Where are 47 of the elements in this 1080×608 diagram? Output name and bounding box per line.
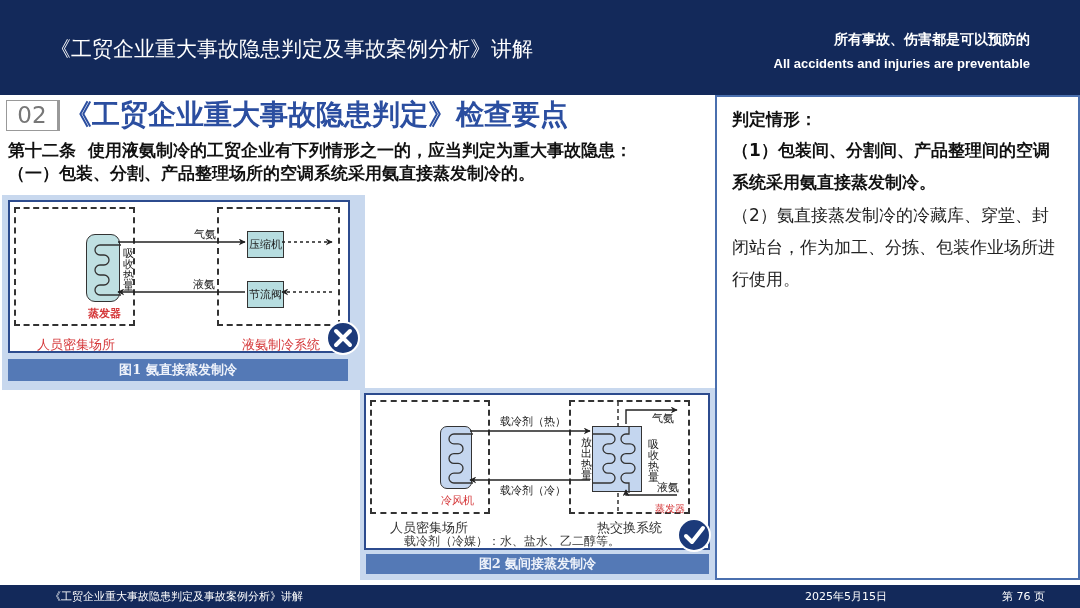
edge-label: 载冷剂（热） bbox=[500, 415, 566, 429]
paragraph: （2）氨直接蒸发制冷的冷藏库、穿堂、封闭站台，作为加工、分拣、包装作业场所进行使用。 bbox=[732, 204, 1056, 291]
annotation-text: 放出热量 bbox=[580, 437, 592, 481]
arrow bbox=[117, 288, 246, 296]
note-text: 载冷剂（冷媒）：水、盐水、乙二醇等。 bbox=[404, 534, 620, 549]
area-label: 液氨制冷系统 bbox=[242, 336, 320, 354]
edge-label: 液氨 bbox=[193, 277, 215, 292]
arrow bbox=[117, 238, 246, 246]
section-number: 02 bbox=[6, 100, 60, 131]
slide-title: 《工贸企业重大事故隐患判定及事故案例分析》讲解 bbox=[50, 36, 533, 63]
figure-caption: 图2 氨间接蒸发制冷 bbox=[366, 554, 709, 574]
annotation-text: 吸收热量 bbox=[122, 248, 134, 292]
component-label: 蒸发器 bbox=[88, 306, 121, 321]
page-number: 第 76 页 bbox=[1002, 589, 1045, 604]
panel-heading: 判定情形： bbox=[732, 108, 817, 131]
arrow bbox=[281, 238, 333, 246]
section-title: 《工贸企业重大事故隐患判定》检查要点 bbox=[64, 97, 568, 133]
footer-title: 《工贸企业重大事故隐患判定及事故案例分析》讲解 bbox=[50, 589, 303, 604]
component-label: 节流阀 bbox=[249, 287, 282, 302]
area-label: 热交换系统 bbox=[597, 519, 662, 536]
footer-date: 2025年5月15日 bbox=[805, 589, 887, 604]
arrow bbox=[625, 406, 678, 425]
component-label: 蒸发器 bbox=[655, 502, 685, 516]
body-text: （一）包装、分割、产品整理场所的空调系统采用氨直接蒸发制冷的。 bbox=[8, 162, 535, 185]
area-label: 人员密集场所 bbox=[37, 336, 115, 354]
slogan-text: All accidents and injuries are preventable bbox=[773, 56, 1030, 71]
edge-label: 气氨 bbox=[194, 227, 216, 242]
edge-label: 载冷剂（冷） bbox=[500, 484, 566, 498]
arrow bbox=[469, 427, 591, 435]
paragraph: （1）包装间、分割间、产品整理间的空调系统采用氨直接蒸发制冷。 bbox=[732, 139, 1051, 194]
process-box bbox=[247, 231, 284, 258]
slogan-text: 所有事故、伤害都是可以预防的 bbox=[834, 31, 1030, 49]
body-text: 第十二条 使用液氨制冷的工贸企业有下列情形之一的，应当判定为重大事故隐患： bbox=[8, 139, 632, 162]
figure-caption: 图1 氨直接蒸发制冷 bbox=[8, 359, 348, 381]
edge-label: 气氨 bbox=[652, 412, 674, 426]
figure-panel bbox=[360, 388, 715, 580]
arrow bbox=[622, 489, 678, 497]
arrow bbox=[469, 476, 591, 484]
area-label: 人员密集场所 bbox=[390, 519, 468, 535]
process-box bbox=[247, 281, 284, 308]
figure-panel bbox=[2, 195, 365, 390]
component-label: 压缩机 bbox=[249, 237, 282, 252]
text-panel bbox=[715, 95, 1080, 580]
component-label: 冷风机 bbox=[441, 493, 474, 508]
annotation-text: 吸收热量 bbox=[647, 439, 659, 483]
edge-label: 液氨 bbox=[657, 481, 679, 495]
arrow bbox=[281, 288, 333, 296]
